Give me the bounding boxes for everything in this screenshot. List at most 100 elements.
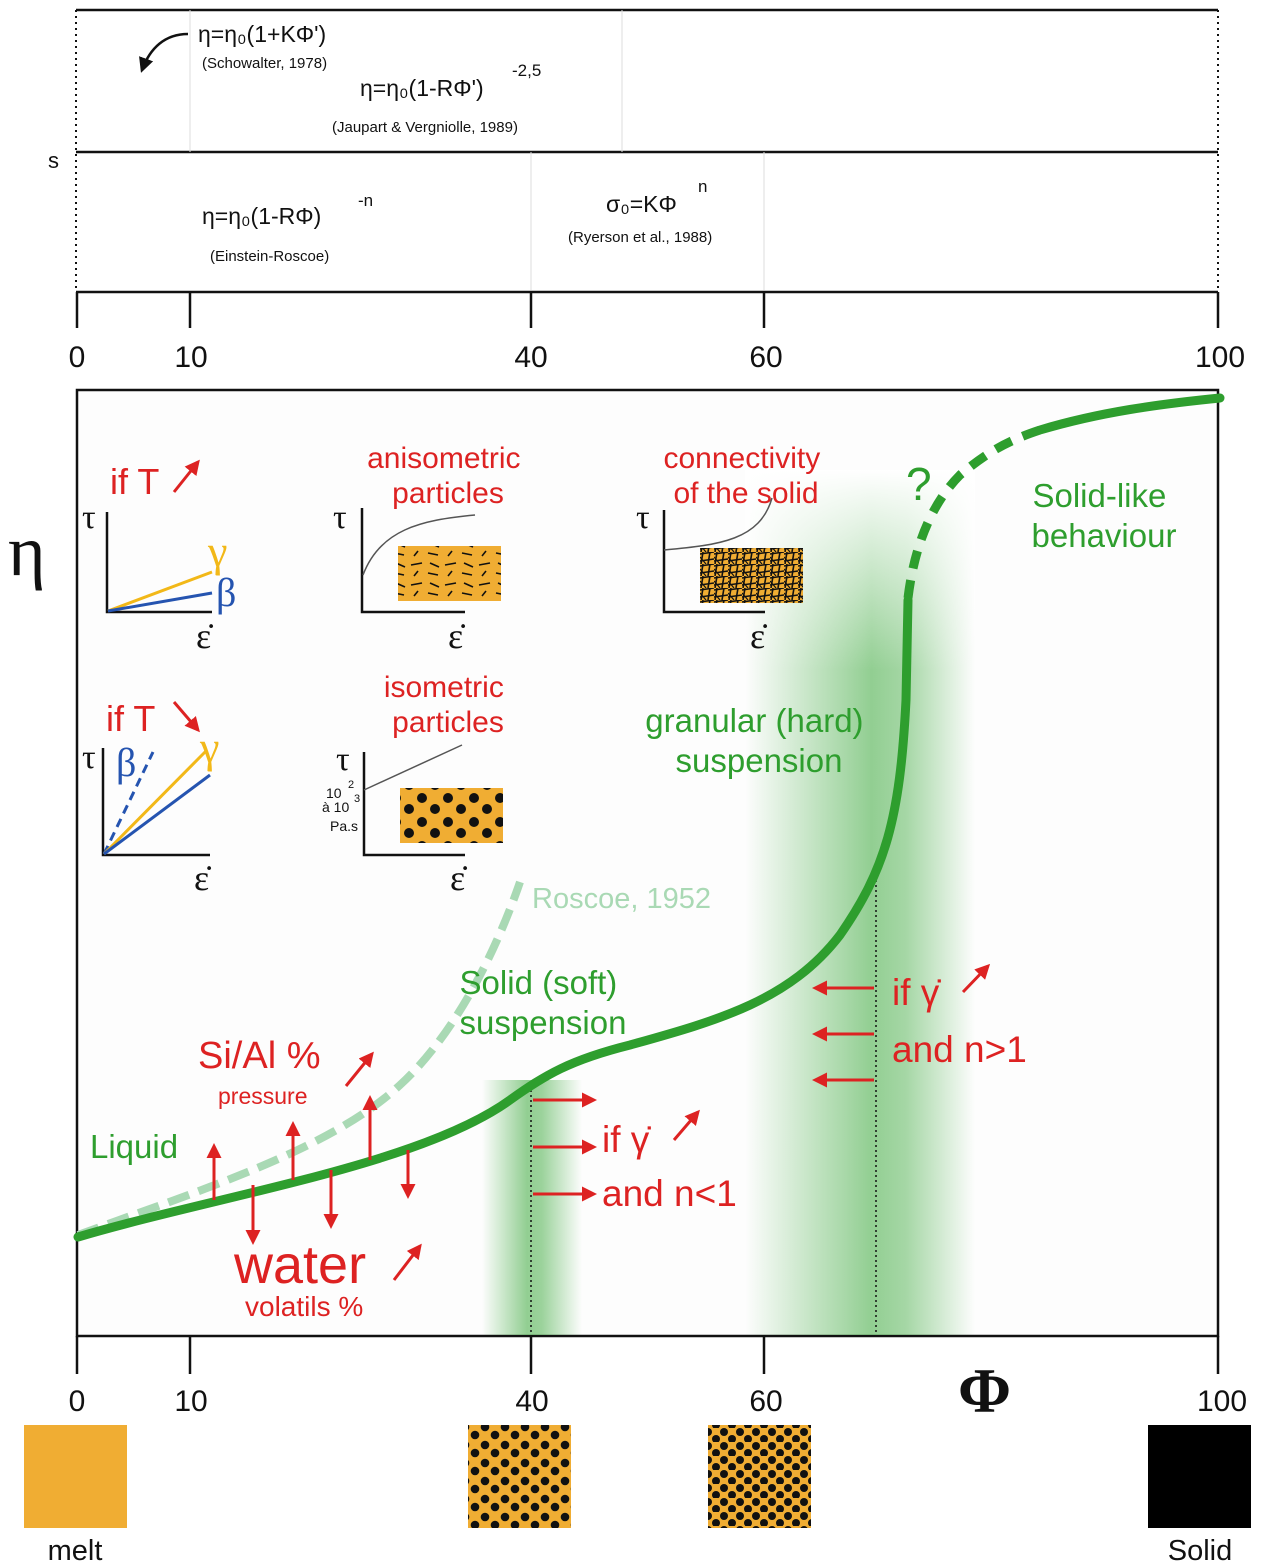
pressure-label: pressure [218,1083,307,1109]
curved-arrow-icon [139,32,189,73]
viscosity-curve-uncertain [903,425,1042,599]
top-axis-tick-label: 10 [174,341,207,374]
granular-line1: granular (hard) [645,702,863,739]
inset-strain-rate-label: ε̇ [194,858,211,898]
roscoe-label: Roscoe, 1952 [532,883,711,915]
shear-rate-low-line1: if γ̇ [602,1119,651,1160]
inset-tau-label: τ [636,499,650,536]
inset-iso-line2: particles [392,706,504,739]
inset-iso-label: isometric particles [384,671,512,739]
shear-rate-high-line1: if γ̇ [892,972,941,1013]
bottom-axis-tick-label: 40 [515,1385,548,1418]
inset-tau-label: τ [333,499,347,536]
shear-rate-low-label: if γ̇ and n<1 [602,1119,737,1214]
equation-schowalter: η=η₀(1+KΦ') [198,21,326,47]
granular-line2: suspension [676,742,843,779]
inset-yield-base2: à 10 [322,799,349,815]
equation-ryerson-exponent: n [698,177,707,196]
ref-einstein: (Einstein-Roscoe) [210,248,329,265]
top-panel: s η=η₀(1+KΦ') (Schowalter, 1978) η=η₀(1-… [48,8,1245,374]
si-al-label: Si/Al % [198,1035,320,1077]
solid-soft-line2: suspension [460,1004,627,1041]
shear-rate-low-line2: and n<1 [602,1173,737,1214]
melt-label: melt [48,1535,103,1566]
inset-beta-line [103,773,211,856]
equation-jaupart: η=η₀(1-RΦ') [360,75,484,101]
bottom-axis-tick-label: 100 [1197,1385,1247,1418]
inset-strain-rate-label: ε̇ [448,616,465,656]
crystal-60-swatch [708,1425,811,1528]
increase-arrow-icon [961,963,991,994]
inset-isometric-sample [400,788,503,843]
inset-axes [360,508,465,614]
crystal-40-swatch [468,1425,571,1528]
inset-gamma-line [102,748,209,856]
inset-flow-curve [663,497,773,551]
inset-strain-rate-label: ε̇ [196,616,213,656]
main-panel: Roscoe, 1952 ? Solid-like behaviour gran… [8,388,1247,1426]
shear-rate-high-label: if γ̇ and n>1 [892,972,1027,1070]
top-axis-tick-label: 60 [749,341,782,374]
question-mark: ? [906,458,932,510]
equation-einstein: η=η₀(1-RΦ) [202,203,321,229]
inset-anisometric-sample [398,546,501,601]
ref-schowalter: (Schowalter, 1978) [202,55,327,72]
inset-connect-line1: connectivity [663,442,820,475]
equation-einstein-exponent: -n [358,191,373,210]
inset-connectivity-sample [700,548,803,603]
inset-isometric: isometric particles τ 10 2 à 10 3 Pa.s ε… [322,671,512,898]
top-axis-tick-label: 0 [69,341,86,374]
increase-arrow-icon [172,459,200,493]
increase-arrow-icon [344,1051,374,1087]
inset-axes [662,510,765,614]
solid-like-label: Solid-like behaviour [1032,477,1177,554]
viscosity-curve [73,595,913,1242]
inset-axes [105,512,212,614]
equation-ryerson: σ₀=KΦ [606,191,677,217]
volatils-label: volatils % [245,1291,363,1322]
inset-connectivity: connectivity of the solid τ ε̇ [636,442,828,656]
main-plot-frame [75,388,1220,1338]
swatches: melt Solid [24,1425,1251,1566]
inset-aniso-line2: particles [392,477,504,510]
inset-beta-label: β [116,740,136,785]
top-panel-s-label: s [48,148,59,173]
solid-soft-label: Solid (soft) suspension [460,964,627,1041]
phi-axis-symbol: Φ [958,1355,1011,1426]
bottom-axis-tick-label: 0 [69,1385,86,1418]
inset-temperature-up: if T τ γ β ε̇ [82,459,236,656]
bottom-axis-tick-label: 10 [174,1385,207,1418]
melt-swatch [24,1425,127,1528]
bottom-axis-tick-label: 60 [749,1385,782,1418]
inset-beta-line [107,591,213,613]
inset-yield-exp2: 3 [354,793,360,805]
viscosity-curve-solid [1035,393,1225,435]
granular-label: granular (hard) suspension [645,702,872,779]
inset-strain-rate-label: ε̇ [750,616,767,656]
increase-arrow-icon [672,1109,700,1141]
inset-yield-base1: 10 [326,785,342,801]
inset-connect-label: connectivity of the solid [663,442,828,510]
inset-axes [362,752,465,857]
water-label: water [233,1235,366,1295]
inset-beta-label: β [216,570,236,615]
inset-aniso-label: anisometric particles [367,442,529,510]
inset-anisometric: anisometric particles τ ε̇ [333,442,529,656]
inset-axes [101,748,210,857]
solid-like-line1: Solid-like [1032,477,1166,514]
top-axis-tick-label: 100 [1195,341,1245,374]
eta-axis-symbol: η [8,511,46,591]
inset-yield-label: 10 2 à 10 3 Pa.s [322,775,364,834]
shear-rate-high-line2: and n>1 [892,1029,1027,1070]
inset-tau-label: τ [82,739,96,776]
increase-arrow-icon [392,1243,422,1281]
inset-strain-rate-label: ε̇ [450,858,467,898]
solid-soft-line1: Solid (soft) [460,964,618,1001]
solid-swatch [1148,1425,1251,1528]
inset-yield-exp1: 2 [348,779,354,791]
inset-yield-unit: Pa.s [330,818,358,834]
inset-aniso-line1: anisometric [367,442,520,475]
ref-ryerson: (Ryerson et al., 1988) [568,229,712,246]
inset-gamma-line [107,570,213,613]
top-axis-tick-label: 40 [514,341,547,374]
